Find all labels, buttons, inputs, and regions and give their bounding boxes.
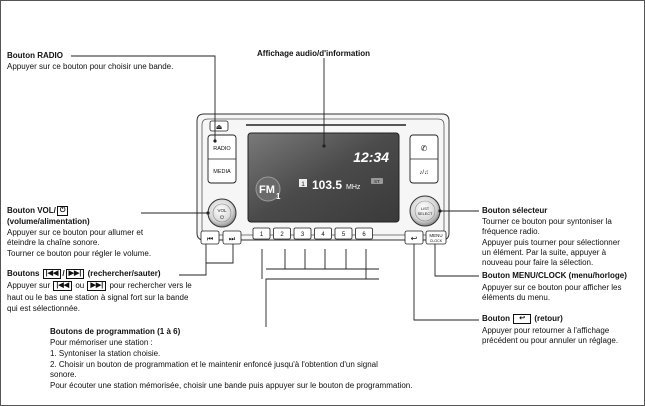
band-number: 1: [276, 192, 281, 201]
vol-title-text: Bouton VOL/: [7, 206, 56, 216]
media-button-label: MEDIA: [213, 169, 231, 175]
svg-text:↩: ↩: [411, 234, 418, 243]
preset-button-label: 1: [260, 232, 264, 238]
menu-line-1: Appuyer sur ce bouton pour afficher les: [482, 283, 622, 292]
back-arrow-icon: ↩: [513, 314, 532, 324]
selector-line-2: fréquence radio.: [482, 227, 540, 236]
radio-button-label: RADIO: [213, 146, 231, 152]
band-display: FM: [259, 184, 275, 196]
seek-down-button: [200, 230, 220, 245]
stereo-badge: ST: [374, 179, 380, 184]
presets-step-2: 2. Choisir un bouton de programmation et…: [50, 360, 378, 369]
seek-title: Boutons |◀◀/▶▶| (rechercher/sauter): [7, 269, 161, 279]
power-icon: ⏻: [220, 215, 224, 221]
seek-title-pre: Boutons: [7, 269, 40, 279]
vol-line-2: éteindre la chaîne sonore.: [7, 238, 100, 247]
preset-badge: 1: [301, 181, 305, 188]
eject-button: [209, 120, 229, 132]
back-line-1: Appuyer pour retourner à l'affichage: [482, 326, 610, 335]
back-line-2: précédent ou pour annuler un réglage.: [482, 336, 619, 345]
vol-line-3: Tourner ce bouton pour régler le volume.: [7, 249, 152, 258]
vol-title2: (volume/alimentation): [7, 217, 90, 226]
radio-desc: Appuyer sur ce bouton pour choisir une b…: [7, 62, 174, 71]
vol-line-1: Appuyer sur ce bouton pour allumer et: [7, 228, 144, 237]
svg-text:⏭: ⏭: [229, 236, 236, 243]
display-screen: [247, 132, 400, 223]
selector-line-5: nouveau pour faire la sélection.: [482, 258, 594, 267]
preset-button-6[interactable]: [355, 227, 373, 240]
menu-line-2: éléments du menu.: [482, 293, 551, 302]
seek-up-icon: ▶▶|: [65, 269, 85, 279]
seek-line1-post: pour rechercher vers le: [109, 281, 192, 291]
seek-down-icon: |◀◀: [42, 269, 62, 279]
presets-title: Boutons de programmation (1 à 6): [50, 327, 181, 336]
preset-button-label: 3: [301, 232, 305, 238]
selector-line-1: Tourner ce bouton pour syntoniser la: [482, 217, 612, 226]
preset-button-label: 5: [342, 232, 346, 238]
preset-buttons: 1 2 3 4 5 6: [252, 227, 373, 240]
selector-label-list: LIST: [421, 206, 430, 211]
preset-button-1[interactable]: [252, 227, 271, 240]
seek-up-button: [222, 230, 242, 245]
seek-line1-pre: Appuyer sur: [7, 281, 51, 291]
selector-line-3: Appuyer puis tourner pour sélectionner: [482, 238, 620, 247]
vol-knob: [207, 198, 237, 228]
seek-line-1: Appuyer sur |◀◀ ou ▶▶| pour rechercher v…: [7, 281, 192, 291]
seek-down-icon: |◀◀: [53, 281, 73, 291]
seek-title-post: (rechercher/sauter): [87, 269, 161, 279]
voice-icon: ♪/♫: [419, 170, 428, 176]
svg-text:⏏: ⏏: [216, 124, 223, 131]
seek-up-icon: ▶▶|: [87, 281, 107, 291]
menu-title: Bouton MENU/CLOCK (menu/horloge): [482, 271, 627, 280]
clock-display: 12:34: [353, 149, 389, 165]
selector-title: Bouton sélecteur: [482, 206, 548, 215]
seek-line1-mid: ou: [75, 281, 85, 291]
selector-label-select: SELECT: [418, 212, 433, 216]
menu-clock-button: [425, 230, 447, 245]
seek-line-3: qui est sélectionnée.: [7, 304, 80, 313]
power-icon: ⏻: [56, 206, 69, 216]
radio-title: Bouton RADIO: [7, 51, 63, 60]
back-title-post: (retour): [534, 314, 563, 324]
vol-knob-label: VOL: [217, 208, 227, 213]
preset-button-4[interactable]: [314, 227, 332, 240]
selector-line-4: un élément. Par la suite, appuyer à: [482, 248, 607, 257]
preset-button-label: 4: [321, 232, 325, 238]
back-title: Bouton ↩ (retour): [482, 314, 563, 324]
frequency-unit: MHz: [346, 184, 361, 191]
preset-button-5[interactable]: [334, 227, 353, 240]
svg-text:⏮: ⏮: [207, 236, 213, 243]
selector-knob: [409, 195, 441, 227]
seek-line-2: haut ou le bas une station à signal fort…: [7, 293, 189, 302]
frequency-display: 103.5: [312, 178, 342, 192]
phone-icon: ✆: [421, 144, 428, 153]
menu-label: MENU: [429, 233, 442, 238]
preset-button-3[interactable]: [293, 227, 312, 240]
presets-step-3: sonore.: [50, 370, 77, 379]
vol-title: Bouton VOL/⏻: [7, 206, 69, 216]
presets-step-1: 1. Syntoniser la station choisie.: [50, 349, 161, 358]
back-title-pre: Bouton: [482, 314, 510, 324]
preset-button-label: 6: [362, 232, 366, 238]
presets-outro: Pour écouter une station mémorisée, choi…: [50, 381, 413, 390]
display-title: Affichage audio/d'information: [257, 49, 371, 58]
presets-intro: Pour mémoriser une station :: [50, 338, 153, 347]
seek-title-sep: /: [62, 269, 65, 279]
clock-label: CLOCK: [430, 239, 443, 243]
preset-button-2[interactable]: [273, 227, 291, 240]
preset-button-label: 2: [280, 232, 284, 238]
